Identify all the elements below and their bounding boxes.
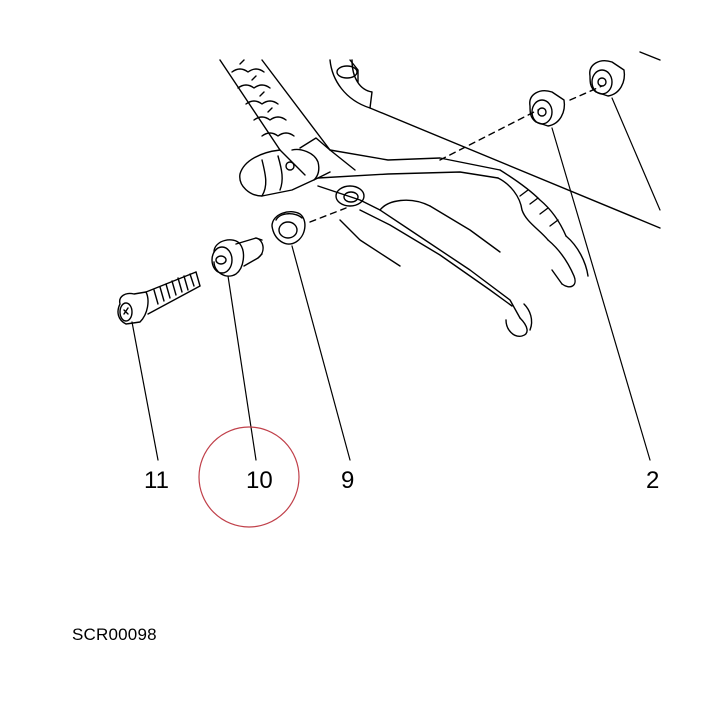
leader-2a	[551, 127, 651, 461]
stepped-bushing-part-10	[211, 237, 264, 277]
bushing-part-2-right	[589, 60, 626, 97]
leader-11	[131, 321, 159, 461]
callout-2: 2	[646, 467, 660, 494]
callout-11: 11	[144, 467, 169, 494]
reference-code: SCR00098	[72, 625, 157, 644]
spacer-washer-part-9	[271, 210, 306, 245]
bushing-part-2-left	[529, 90, 566, 127]
highlight-circle	[198, 426, 300, 528]
housing-top	[329, 59, 373, 109]
lever-arm	[239, 137, 589, 288]
leader-9	[291, 245, 351, 461]
arm-bore	[335, 185, 365, 207]
bolt-part-11	[117, 271, 201, 325]
leader-lines	[131, 97, 661, 461]
rod-top-edge	[639, 51, 661, 61]
callout-10: 10	[246, 467, 273, 494]
slot-arm	[317, 185, 533, 337]
rod-line	[369, 107, 661, 229]
assembly-axis-lines	[309, 85, 603, 223]
leader-2b	[611, 97, 661, 211]
callout-9: 9	[341, 467, 355, 494]
leader-10	[227, 275, 257, 461]
